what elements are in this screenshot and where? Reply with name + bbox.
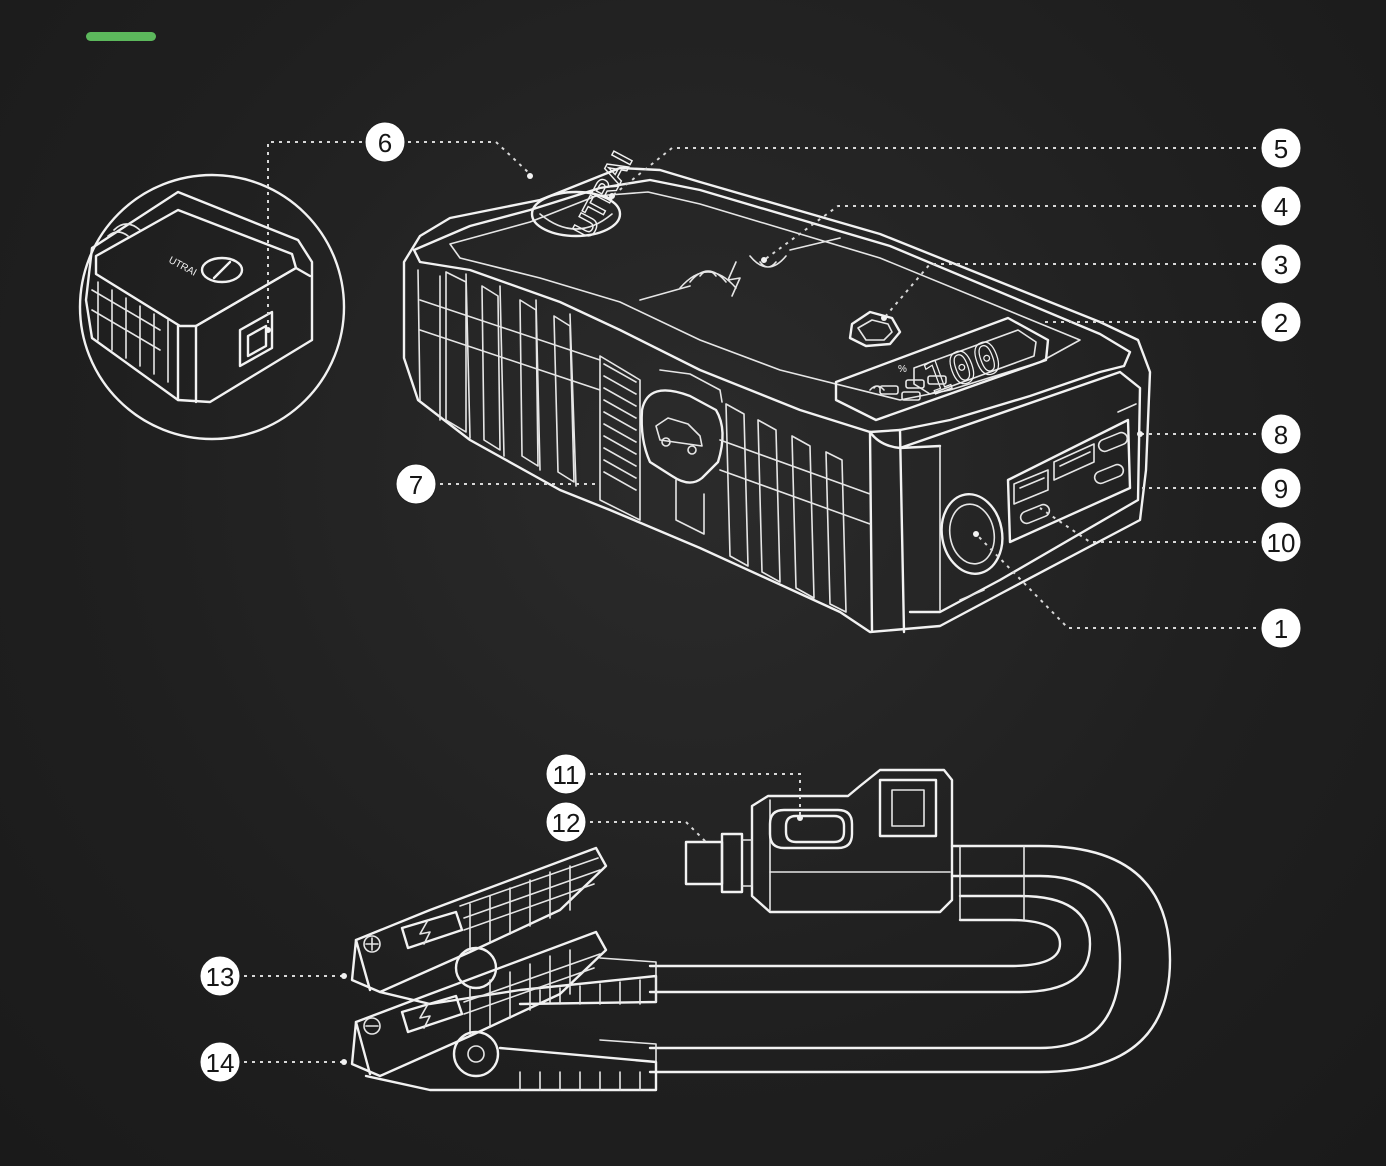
callout-number: 1: [1274, 614, 1288, 644]
clamp-negative: [350, 930, 658, 1092]
callout-circle: [1260, 127, 1302, 169]
cables: [648, 844, 1172, 1074]
lcd-digits: 100: [916, 331, 1008, 406]
inset-detail: UTRAI: [78, 173, 346, 441]
usb-a-port-2: [1013, 469, 1049, 505]
callout-12: 12: [545, 801, 587, 843]
callout-circle: [1260, 521, 1302, 563]
callout-number: 14: [206, 1048, 235, 1078]
usb-c-port: [1097, 431, 1129, 453]
callout-2: 2: [1260, 301, 1302, 343]
callout-number: 11: [553, 760, 580, 790]
callout-6: 6: [364, 121, 406, 163]
callout-number: 3: [1274, 250, 1288, 280]
dc-port: [940, 493, 1004, 575]
side-grip-left: [417, 269, 601, 487]
leader-lines: [244, 141, 1256, 1063]
callout-number: 5: [1274, 134, 1288, 164]
callout-circle: [1260, 301, 1302, 343]
callout-circle: [1260, 467, 1302, 509]
jumper-cable-assembly: [350, 768, 1172, 1092]
jump-starter-body: UTRAI 100 %: [402, 146, 1152, 634]
callout-circle: [199, 955, 241, 997]
callout-number: 10: [1267, 528, 1296, 558]
inset-device: UTRAI: [84, 190, 314, 404]
smart-clamp-box: [750, 768, 954, 914]
usb-c-port-3: [1019, 503, 1051, 525]
callout-number: 13: [206, 962, 235, 992]
wireless-charging-icon: [639, 237, 841, 301]
callout-circle: [199, 1041, 241, 1083]
callout-4: 4: [1260, 185, 1302, 227]
callout-number: 9: [1274, 474, 1288, 504]
callout-circle: [364, 121, 406, 163]
callout-number: 8: [1274, 420, 1288, 450]
callout-circle: [1260, 185, 1302, 227]
leader-dots: [265, 173, 1143, 1065]
callout-number: 12: [552, 808, 581, 838]
callout-5: 5: [1260, 127, 1302, 169]
callout-14: 14: [199, 1041, 241, 1083]
lcd-percent: %: [898, 364, 907, 375]
accent-bar: [86, 32, 156, 41]
callout-circle: [545, 753, 587, 795]
callout-1: 1: [1260, 607, 1302, 649]
usb-c-port-2: [1093, 463, 1125, 485]
clamp-positive: [350, 846, 658, 1006]
callout-circle: [1260, 607, 1302, 649]
callout-11: 11: [545, 753, 587, 795]
callout-9: 9: [1260, 467, 1302, 509]
connector-plug: [684, 832, 753, 894]
callout-number: 6: [378, 128, 392, 158]
callout-7: 7: [395, 463, 437, 505]
callout-8: 8: [1260, 413, 1302, 455]
callout-circle: [1260, 243, 1302, 285]
usb-a-port: [1053, 443, 1095, 481]
callout-13: 13: [199, 955, 241, 997]
side-grip-right: [719, 403, 871, 613]
callout-3: 3: [1260, 243, 1302, 285]
callout-number: 4: [1274, 192, 1288, 222]
callout-number: 2: [1274, 308, 1288, 338]
power-button: [848, 310, 902, 348]
inset-logo: UTRAI: [167, 255, 199, 279]
callout-10: 10: [1260, 521, 1302, 563]
callout-circle: [545, 801, 587, 843]
power-switch: [238, 310, 274, 368]
callout-circle: [395, 463, 437, 505]
front-panel: [940, 403, 1137, 601]
car-mode-button: [599, 355, 724, 535]
callout-circle: [1260, 413, 1302, 455]
callout-number: 7: [409, 470, 423, 500]
